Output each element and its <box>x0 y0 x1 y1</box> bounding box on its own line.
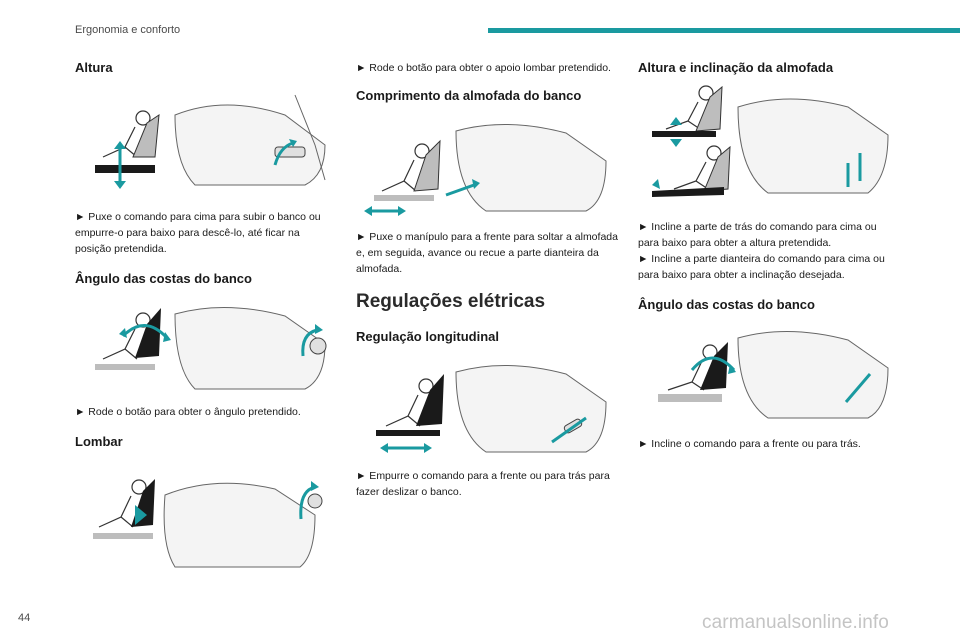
column-3: Altura e inclinação da almofada ► Inclin… <box>638 60 900 452</box>
section-text-lombar: ► Rode o botão para obter o apoio lombar… <box>356 62 611 74</box>
section-text-regulacao-longitudinal: ► Empurre o comando para a frente ou par… <box>356 470 610 498</box>
section-title-regulacao-longitudinal: Regulação longitudinal <box>356 329 500 344</box>
seat-longitudinal-diagram-icon <box>356 352 618 458</box>
section-text-comprimento-almofada: ► Puxe o manípulo para a frente para sol… <box>356 231 618 275</box>
watermark: carmanualsonline.info <box>702 612 889 633</box>
column-1: Altura ► Puxe o comando para cima para s… <box>75 60 337 573</box>
section-title-angulo-costas: Ângulo das costas do banco <box>75 271 252 286</box>
page-number: 44 <box>18 612 31 624</box>
seat-lumbar-diagram-icon <box>75 455 337 573</box>
seat-cushion-length-diagram-icon <box>356 111 618 219</box>
section-text-altura: ► Puxe o comando para cima para subir o … <box>75 211 321 255</box>
seat-cushion-tilt-diagram-icon <box>638 81 900 211</box>
section-title-altura: Altura <box>75 60 113 75</box>
section-title-altura-inclinacao: Altura e inclinação da almofada <box>638 60 834 75</box>
seat-height-diagram-icon <box>75 85 337 197</box>
page-header-text: Ergonomia e conforto <box>75 24 181 36</box>
section-title-comprimento-almofada: Comprimento da almofada do banco <box>356 88 582 103</box>
seat-backrest-diagram-icon <box>75 294 337 394</box>
section-title-angulo-costas-eletrico: Ângulo das costas do banco <box>638 297 815 312</box>
column-2: ► Rode o botão para obter o apoio lombar… <box>356 60 618 500</box>
section-title-lombar: Lombar <box>75 434 123 449</box>
section-text-angulo-costas: ► Rode o botão para obter o ângulo prete… <box>75 406 301 418</box>
section-heading-regulacoes-eletricas: Regulações elétricas <box>356 291 546 312</box>
seat-backrest-electric-diagram-icon <box>638 318 900 428</box>
header-accent-bar <box>488 28 960 33</box>
section-text-angulo-costas-eletrico: ► Incline o comando para a frente ou par… <box>638 438 861 450</box>
section-text-altura-inclinacao-2: ► Incline a parte dianteira do comando p… <box>638 253 885 281</box>
section-text-altura-inclinacao-1: ► Incline a parte de trás do comando par… <box>638 221 877 249</box>
